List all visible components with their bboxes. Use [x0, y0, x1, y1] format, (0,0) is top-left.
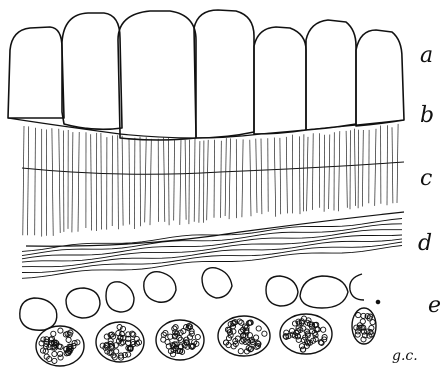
- striation-line: [387, 125, 388, 205]
- striation-line: [358, 130, 359, 208]
- label-b: b: [420, 103, 434, 128]
- label-d: d: [418, 231, 432, 256]
- striation-line: [303, 134, 304, 211]
- label-e: e: [428, 293, 441, 318]
- label-gc: g.c.: [392, 348, 418, 364]
- dot: [376, 300, 379, 303]
- striation-line: [63, 131, 64, 232]
- label-c: c: [420, 166, 432, 191]
- label-a: a: [420, 43, 433, 68]
- striation-line: [324, 135, 325, 212]
- striation-line: [214, 140, 215, 218]
